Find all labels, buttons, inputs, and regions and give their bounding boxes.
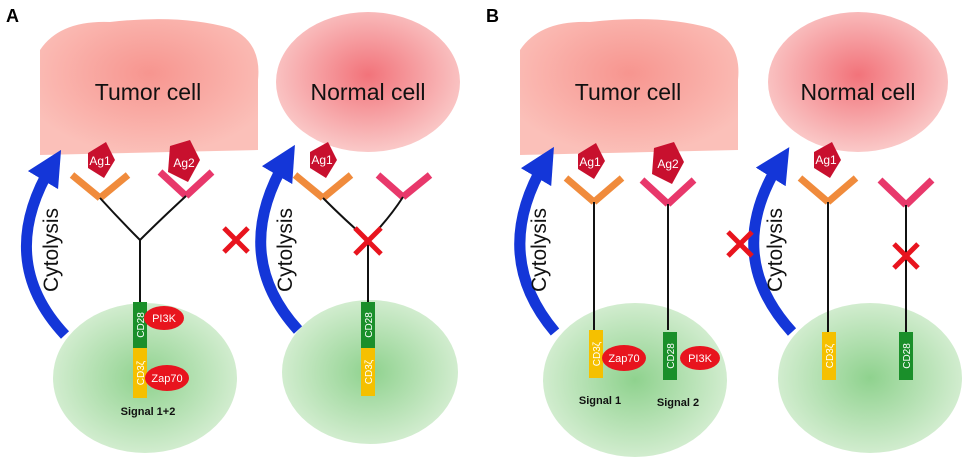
svg-text:Ag1: Ag1: [89, 154, 111, 168]
cytolysis-label-a-normal: Cytolysis: [274, 208, 297, 292]
cross-mark-a-receptor: [353, 226, 383, 256]
svg-text:PI3K: PI3K: [152, 313, 177, 325]
signal2-b: Signal 2: [657, 397, 699, 409]
cd28-label-a-normal: CD28: [364, 312, 375, 338]
svg-text:PI3K: PI3K: [688, 353, 713, 365]
svg-text:Ag1: Ag1: [815, 153, 837, 167]
receptor-ag1-a-tumor: [69, 172, 131, 201]
signal1-b: Signal 1: [579, 395, 621, 407]
cd28-label-b-tumor: CD28: [666, 343, 677, 369]
receptor-ag1-b-normal: [797, 175, 859, 205]
cd28-bar-b-tumor: [663, 332, 677, 380]
svg-text:Ag2: Ag2: [657, 157, 679, 171]
antigen-ag2-b-tumor: Ag2: [652, 142, 684, 184]
antigen-ag1-b-normal: Ag1: [814, 142, 841, 178]
pi3k-a: PI3K: [144, 306, 184, 330]
tumor-cell-a-label: Tumor cell: [95, 79, 202, 105]
pi3k-b: PI3K: [680, 346, 720, 370]
cytolysis-arrow-a-tumor: [20, 149, 70, 339]
receptor-ag1-a-normal: [292, 172, 354, 201]
cd3z-label-b-tumor: CD3ζ: [592, 341, 603, 366]
cytolysis-label-b-normal: Cytolysis: [764, 208, 787, 292]
cross-mark-b-receptor: [892, 242, 920, 270]
tumor-cell-b: Tumor cell: [520, 19, 739, 155]
normal-cell-a-label: Normal cell: [310, 79, 425, 105]
svg-text:Ag1: Ag1: [579, 155, 601, 169]
svg-text:Zap70: Zap70: [151, 373, 182, 385]
zap70-a: Zap70: [145, 365, 189, 391]
panel-b-label: B: [486, 6, 499, 26]
cytolysis-label-b-tumor: Cytolysis: [528, 208, 551, 292]
receptor-ag2-b-normal: [877, 177, 935, 208]
normal-cell-a: Normal cell: [276, 12, 460, 152]
cd28-bar-b-normal: [899, 332, 913, 380]
cd3z-label-a-tumor: CD3ζ: [136, 360, 147, 385]
panel-a-label: A: [6, 6, 19, 26]
receptor-ag2-a-tumor: [157, 169, 215, 199]
cd3z-bar-a-normal: [361, 348, 375, 396]
svg-text:Zap70: Zap70: [608, 353, 639, 365]
cd28-bar-a-normal: [361, 302, 375, 348]
zap70-b: Zap70: [602, 345, 646, 371]
cd3z-bar-b-tumor: [589, 330, 603, 378]
t-cell-b-tumor: [543, 303, 727, 457]
cytolysis-arrow-b-tumor: [514, 146, 560, 336]
antigen-ag1-a-normal: Ag1: [310, 142, 337, 178]
cross-mark-b-cytolysis: [726, 230, 754, 258]
tumor-cell-b-label: Tumor cell: [575, 79, 682, 105]
antigen-ag1-b-tumor: Ag1: [578, 143, 605, 179]
antigen-ag1-a-tumor: Ag1: [88, 142, 115, 178]
normal-cell-b-label: Normal cell: [800, 79, 915, 105]
cd3z-label-b-normal: CD3ζ: [825, 343, 836, 368]
t-cell-b-normal: [778, 303, 962, 453]
antigen-ag2-a-tumor: Ag2: [168, 140, 200, 182]
receptor-ag2-a-normal: [375, 172, 433, 200]
cytolysis-arrow-b-normal: [748, 147, 797, 336]
cd3z-bar-b-normal: [822, 332, 836, 380]
cd3z-label-a-normal: CD3ζ: [364, 359, 375, 384]
cd3z-bar-a-tumor: [133, 348, 147, 398]
receptor-ag1-b-tumor: [563, 175, 625, 205]
cd28-bar-a-tumor: [133, 302, 147, 348]
svg-text:Ag1: Ag1: [311, 153, 333, 167]
cd28-label-b-normal: CD28: [902, 343, 913, 369]
car-linker-a: [99, 195, 187, 242]
signal-a: Signal 1+2: [121, 406, 176, 418]
cytolysis-arrow-a-normal: [255, 144, 303, 334]
normal-cell-b: Normal cell: [768, 12, 948, 152]
receptor-ag2-b-tumor: [639, 177, 697, 207]
tumor-cell-a: Tumor cell: [40, 19, 259, 155]
cytolysis-label-a-tumor: Cytolysis: [40, 208, 63, 292]
cross-mark-a-cytolysis: [222, 226, 250, 254]
svg-text:Ag2: Ag2: [173, 156, 195, 170]
cd28-label-a-tumor: CD28: [136, 312, 147, 338]
